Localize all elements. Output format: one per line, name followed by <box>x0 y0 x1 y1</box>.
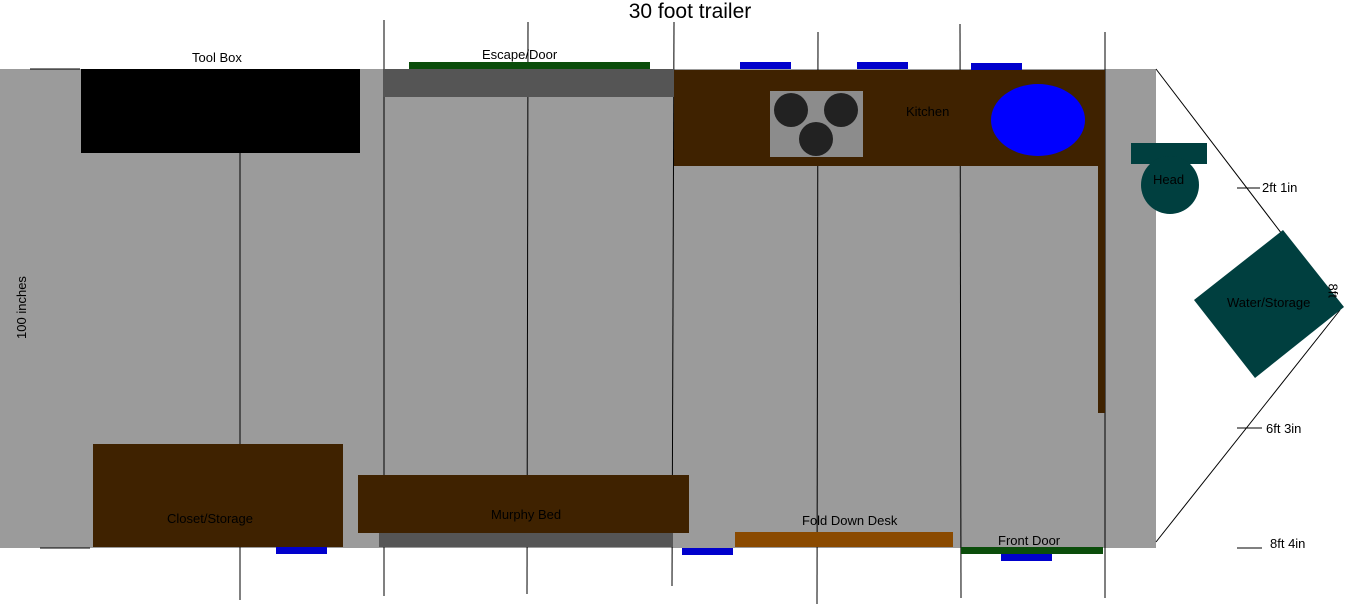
burner-3 <box>799 122 833 156</box>
window-top-2 <box>857 62 908 69</box>
kitchen-partition <box>1098 70 1105 413</box>
closet-storage <box>93 444 343 547</box>
width-label: 100 inches <box>13 276 29 339</box>
escape-door <box>409 62 650 69</box>
dim-2ft1in-label: 2ft 1in <box>1262 180 1298 195</box>
window-top-1 <box>740 62 791 69</box>
sink <box>991 84 1085 156</box>
head-bowl <box>1141 156 1199 214</box>
murphy-bed-label: Murphy Bed <box>491 507 562 522</box>
page-title: 30 foot trailer <box>628 0 752 23</box>
front-door <box>961 547 1103 554</box>
dim-6ft3in-label: 6ft 3in <box>1266 421 1302 436</box>
head-label: Head <box>1153 172 1185 187</box>
murphy-bed-frame <box>379 533 673 547</box>
escape-door-shelf <box>383 69 674 97</box>
water-storage <box>1194 230 1344 378</box>
closet-storage-label: Closet/Storage <box>167 511 253 526</box>
front-door-label: Front Door <box>998 533 1061 548</box>
dim-cut-label: 8ft <box>1325 283 1341 298</box>
kitchen-label: Kitchen <box>906 104 950 119</box>
tongue-line-bottom <box>1155 309 1341 543</box>
burner-1 <box>774 93 808 127</box>
window-bottom-1 <box>276 547 327 554</box>
murphy-bed <box>358 475 689 533</box>
burner-2 <box>824 93 858 127</box>
escape-door-label: Escape/Door <box>482 47 558 62</box>
window-bottom-2 <box>682 548 733 555</box>
tool-box <box>81 69 360 153</box>
window-bottom-3 <box>1001 554 1052 561</box>
water-storage-label: Water/Storage <box>1227 295 1311 310</box>
window-top-3 <box>971 63 1022 70</box>
dim-8ft4in-label: 8ft 4in <box>1270 536 1306 551</box>
fold-down-desk-label: Fold Down Desk <box>802 513 898 528</box>
tool-box-label: Tool Box <box>192 50 242 65</box>
fold-down-desk <box>735 532 953 547</box>
head-tank <box>1131 143 1207 164</box>
